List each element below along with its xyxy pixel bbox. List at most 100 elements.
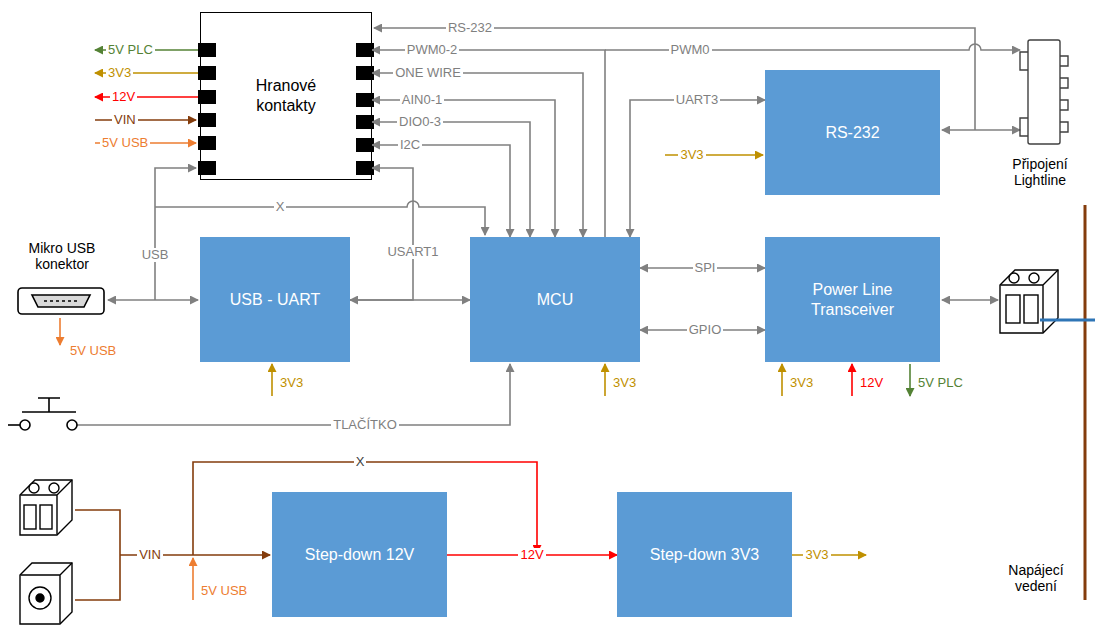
signal-label: PWM0 bbox=[669, 43, 712, 58]
drawing-part bbox=[155, 201, 485, 235]
drawing-part bbox=[781, 364, 783, 396]
drawing-part bbox=[18, 288, 104, 314]
step-down-box: Step-down 3V3 bbox=[617, 492, 792, 617]
signal-wires bbox=[77, 28, 1020, 425]
drawing-part bbox=[75, 510, 270, 600]
drawing-part bbox=[942, 129, 1020, 131]
signal-label: 5V PLC bbox=[916, 376, 965, 391]
signal-label: ONE WIRE bbox=[393, 66, 463, 81]
signal-label: PWM0-2 bbox=[405, 43, 460, 58]
signal-label: 3V3 bbox=[803, 548, 830, 563]
drawing-part bbox=[1000, 270, 1058, 333]
signal-label: 5V USB bbox=[199, 584, 249, 599]
drawing-part bbox=[1040, 319, 1095, 322]
signal-label: X bbox=[274, 200, 287, 215]
signal-label: I2C bbox=[398, 138, 422, 153]
drawing-part bbox=[155, 168, 196, 300]
signal-label: USB bbox=[140, 248, 171, 263]
edge-connector-box: Hranové kontakty bbox=[200, 12, 372, 180]
drawing-part bbox=[192, 558, 194, 600]
signal-label: 3V3 bbox=[278, 376, 305, 391]
box-title: Step-down 12V bbox=[305, 545, 414, 565]
signal-label: 12V bbox=[518, 548, 545, 563]
drawing-part bbox=[44, 300, 78, 302]
signal-label: 5V PLC bbox=[106, 43, 155, 58]
drawing-part bbox=[470, 462, 537, 553]
drawing-part bbox=[59, 318, 61, 345]
usb-uart-box: USB - UART bbox=[200, 237, 350, 362]
signal-label: 3V3 bbox=[611, 376, 638, 391]
signal-label: X bbox=[354, 455, 367, 470]
signal-label: 12V bbox=[110, 90, 137, 105]
rs232-box: RS-232 bbox=[765, 70, 940, 195]
drawing-part bbox=[22, 398, 76, 412]
drawing-part bbox=[1009, 273, 1019, 283]
signal-label: AIN0-1 bbox=[400, 93, 444, 108]
micro-usb-connector bbox=[18, 288, 104, 314]
drawing-part bbox=[29, 587, 51, 609]
signal-connector bbox=[372, 73, 583, 237]
box-title: Hranové kontakty bbox=[224, 76, 348, 116]
drawing-part bbox=[29, 483, 39, 493]
push-button bbox=[8, 398, 77, 430]
drawing-part bbox=[1028, 40, 1060, 144]
drawing-part bbox=[8, 424, 20, 426]
box-title: RS-232 bbox=[825, 123, 879, 143]
drawing-part bbox=[1020, 52, 1028, 136]
drawing-part bbox=[1060, 56, 1068, 132]
drawing-part bbox=[271, 364, 273, 396]
drawing-part bbox=[67, 420, 77, 430]
drawing-part bbox=[95, 119, 196, 121]
drawing-part bbox=[604, 364, 606, 396]
drawing-part bbox=[851, 364, 853, 396]
signal-label: DIO0-3 bbox=[397, 115, 443, 130]
signal-connector bbox=[372, 145, 510, 237]
drawing-part bbox=[36, 594, 44, 602]
caption-text: Připojení Lightline bbox=[988, 156, 1092, 188]
drawing-part bbox=[909, 364, 911, 396]
drawing-part bbox=[1006, 295, 1020, 323]
drawing-part bbox=[20, 480, 72, 535]
drawing-part bbox=[32, 295, 90, 307]
drawing-part bbox=[49, 483, 59, 493]
edge-contacts bbox=[198, 43, 374, 175]
signal-label: VIN bbox=[112, 113, 138, 128]
signal-label: 3V3 bbox=[106, 66, 133, 81]
lightline-connector bbox=[1020, 40, 1068, 144]
signal-label: 5V USB bbox=[100, 136, 150, 151]
drawing-part bbox=[1029, 273, 1039, 283]
drawing-part bbox=[1000, 270, 1058, 333]
drawing-part bbox=[605, 44, 1020, 50]
mcu-box: MCU bbox=[470, 237, 640, 362]
drawing-part bbox=[24, 505, 36, 529]
drawing-part bbox=[20, 563, 72, 624]
drawing-part bbox=[20, 563, 72, 624]
drawing-part bbox=[20, 420, 30, 430]
signal-label: TLAČÍTKO bbox=[331, 418, 399, 433]
signal-connector bbox=[630, 100, 765, 237]
signal-connector bbox=[372, 50, 605, 237]
step-down-box: Step-down 12V bbox=[272, 492, 447, 617]
caption-text: Napájecí vedení bbox=[992, 562, 1080, 594]
signal-label: GPIO bbox=[687, 323, 724, 338]
drawing-part bbox=[942, 299, 998, 301]
drawing-part bbox=[1084, 205, 1087, 600]
box-title: Step-down 3V3 bbox=[650, 545, 759, 565]
box-title: MCU bbox=[537, 290, 573, 310]
signal-label: USART1 bbox=[385, 245, 440, 260]
plc-transceiver-box: Power Line Transceiver bbox=[765, 237, 940, 362]
drawing-part bbox=[77, 364, 510, 425]
signal-label: VIN bbox=[137, 548, 163, 563]
box-title: Power Line Transceiver bbox=[777, 280, 928, 320]
signal-label: RS-232 bbox=[446, 21, 494, 36]
box-title: USB - UART bbox=[230, 290, 320, 310]
drawing-part bbox=[1024, 295, 1038, 323]
signal-label: 5V USB bbox=[68, 344, 118, 359]
drawing-part bbox=[40, 505, 52, 529]
signal-connector bbox=[372, 122, 530, 237]
caption-text: Mikro USB konektor bbox=[12, 240, 112, 272]
drawing-part bbox=[20, 480, 72, 535]
signal-label: SPI bbox=[693, 261, 718, 276]
signal-label: 3V3 bbox=[678, 148, 705, 163]
drawing-part bbox=[108, 299, 198, 301]
